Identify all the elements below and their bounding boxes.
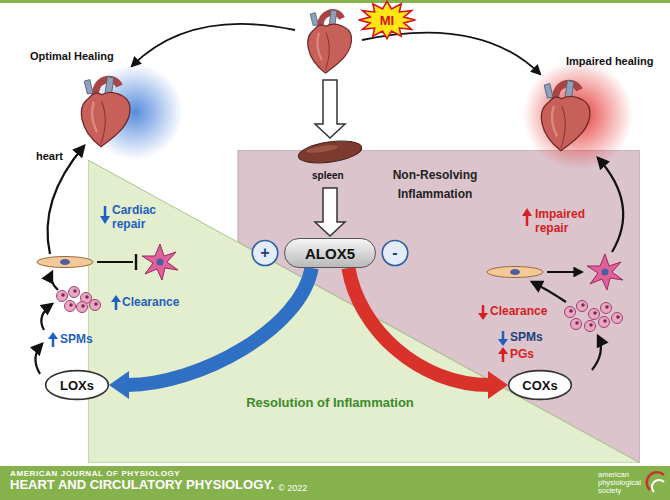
effect-label: Cardiac repair [112, 204, 172, 232]
copyright: © 2022 [278, 483, 307, 493]
node-text: COXs [522, 379, 557, 392]
pathway-arrow [348, 268, 508, 399]
node-text: ALOX5 [305, 246, 355, 261]
effect-label: Clearance [122, 296, 179, 310]
text-holder: Non-Resolving Inflammation [380, 164, 490, 202]
society-logo-text: american physiological society [598, 471, 646, 495]
arrow-head [109, 371, 129, 399]
node-text: + [260, 245, 269, 261]
journal-name: AMERICAN JOURNAL OF PHYSIOLOGY [10, 469, 180, 478]
region-title: Non-Resolving Inflammation [393, 168, 478, 201]
mi-starburst: MI [358, 1, 416, 39]
outcome-label: Optimal Healing [30, 50, 114, 63]
effect-label: Clearance [490, 305, 547, 319]
cox-ellipse: COXs [508, 370, 572, 400]
arrow-shaft [127, 268, 312, 385]
organ-label: heart [36, 150, 63, 163]
pathway-arrow [109, 268, 312, 399]
node-text: MI [380, 14, 394, 27]
outcome-label: Impaired healing [566, 55, 653, 68]
journal-title: HEART AND CIRCULATORY PHYSIOLOGY. [10, 478, 274, 493]
node-text: - [392, 245, 397, 261]
region-title: Resolution of Inflammation [246, 395, 414, 410]
node-text: LOXs [60, 379, 94, 392]
alox5-pill: ALOX5 [284, 238, 376, 268]
mediator-label: SPMs [510, 331, 543, 345]
text-holder: Resolution of Inflammation [220, 392, 440, 411]
effect-label: Impaired repair [535, 208, 597, 236]
lox-ellipse: LOXs [45, 370, 109, 400]
plus-circle: + [252, 240, 278, 266]
organ-label: spleen [312, 170, 344, 182]
mediator-label: PGs [510, 348, 534, 362]
minus-circle: - [382, 240, 408, 266]
arrow-head [488, 371, 508, 399]
mediator-label: SPMs [60, 333, 93, 347]
arrow-shaft [348, 268, 490, 385]
